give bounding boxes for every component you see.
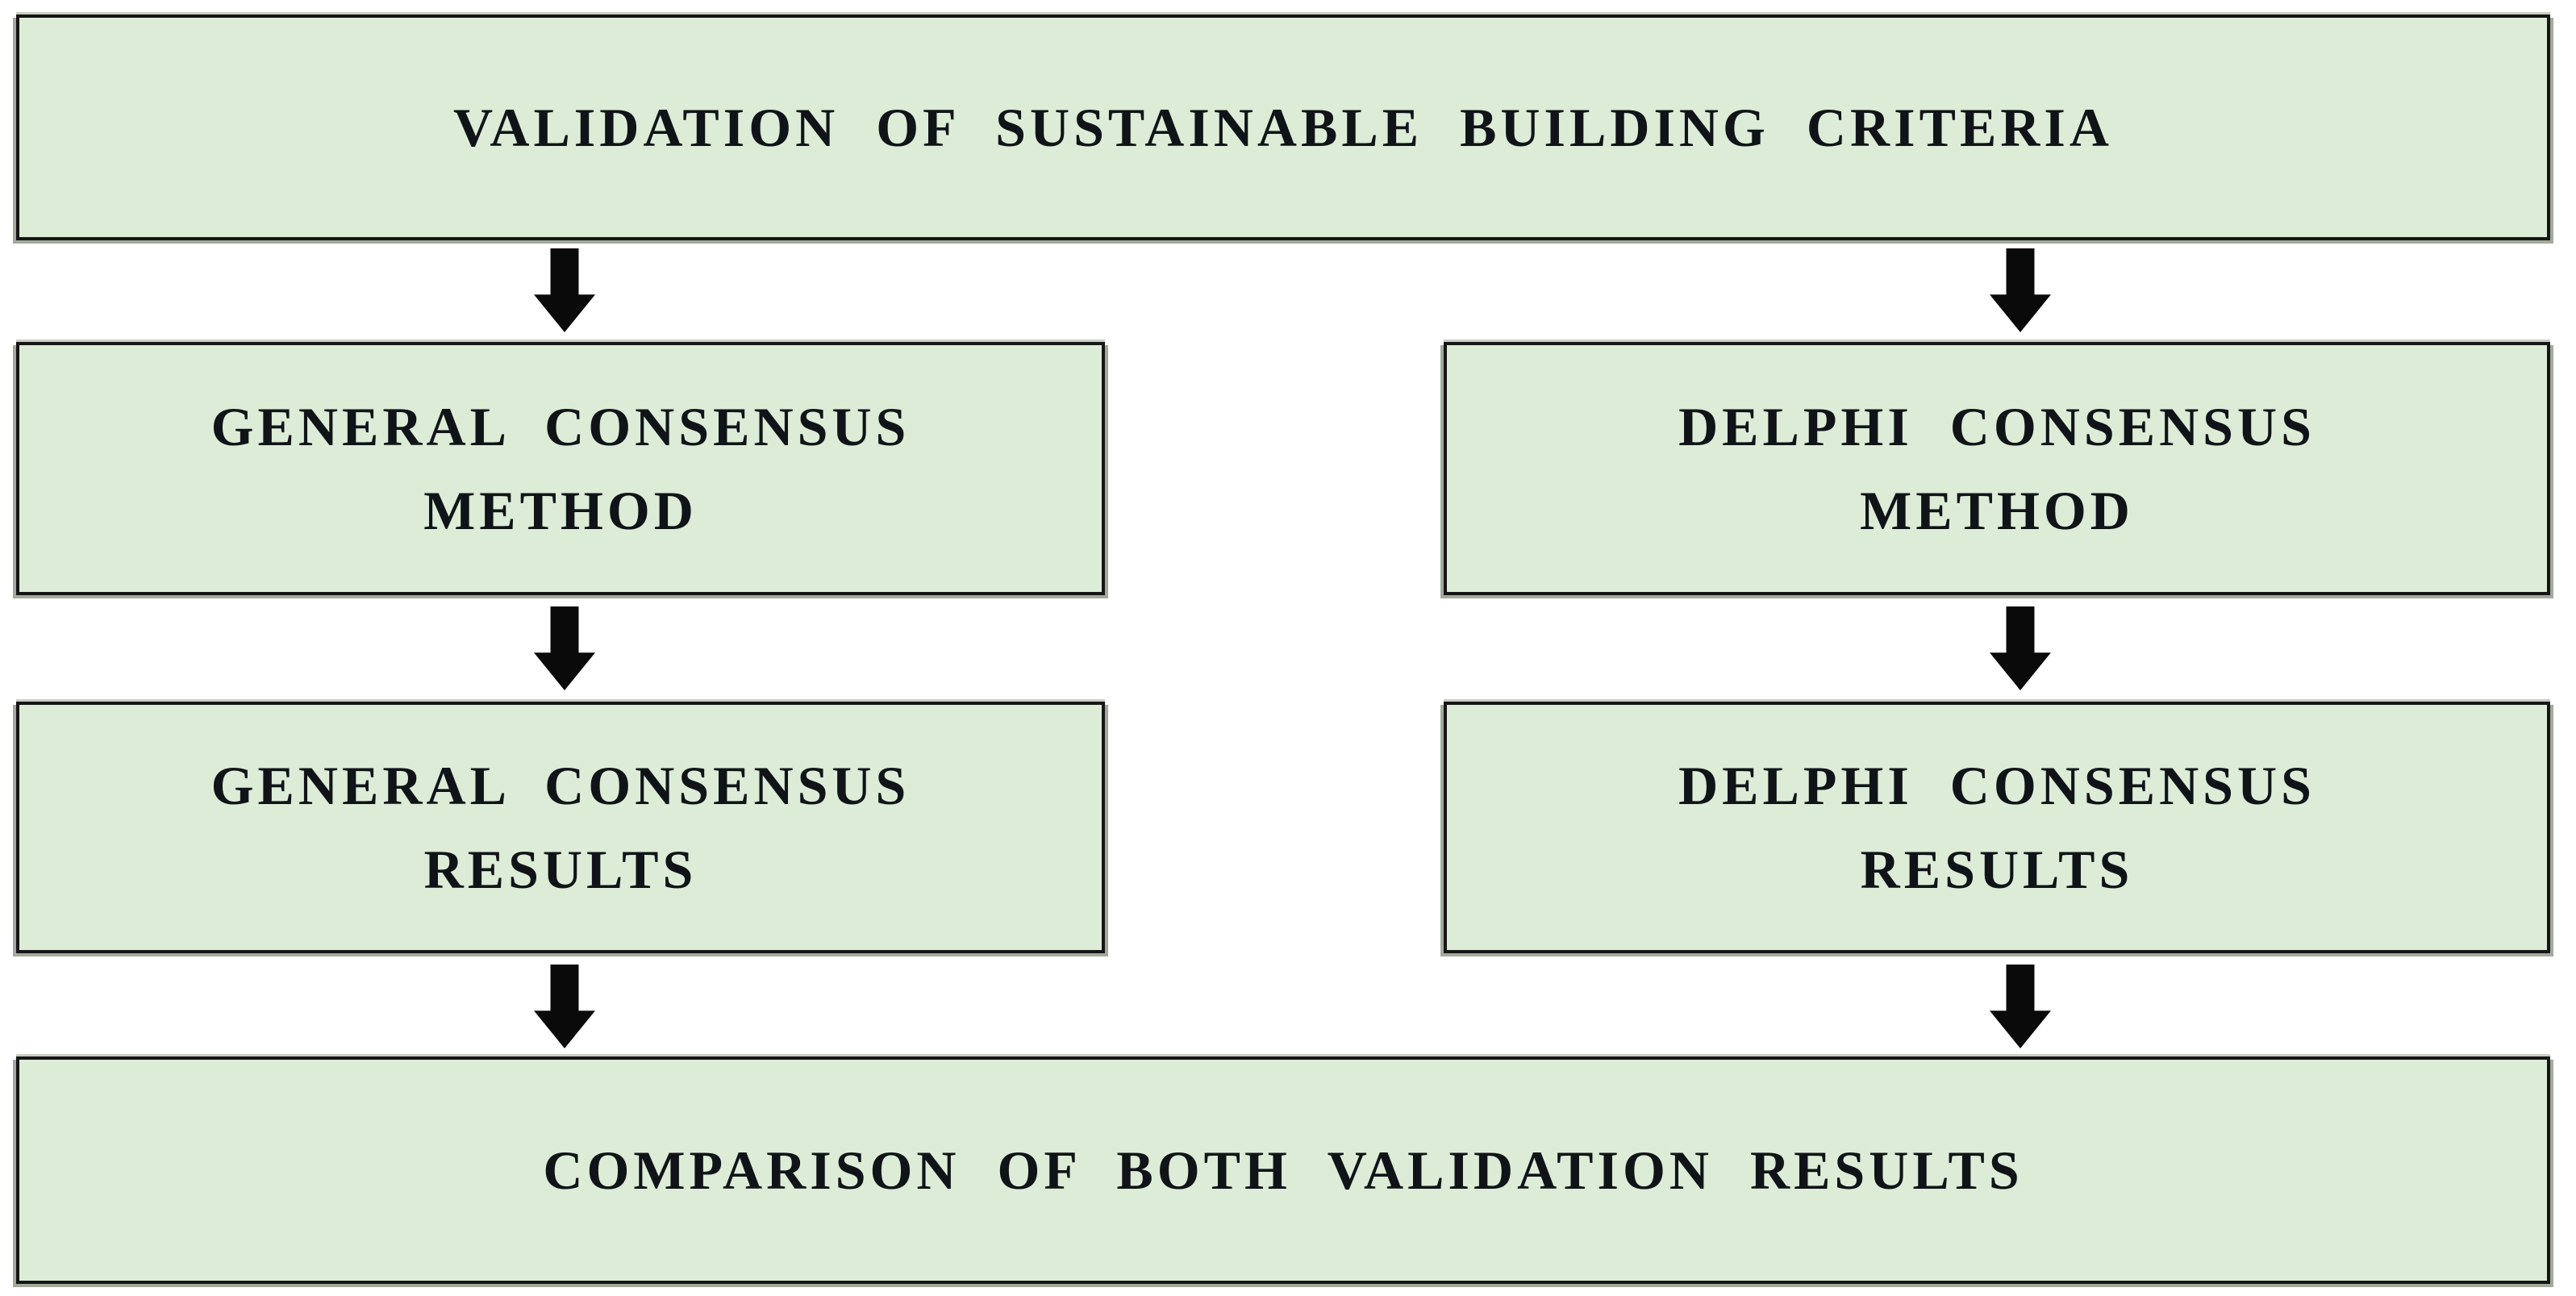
node-general-consensus-results-label: GENERAL CONSENSUS RESULTS bbox=[210, 755, 911, 900]
down-arrow-icon bbox=[534, 965, 595, 1048]
node-delphi-consensus-results: DELPHI CONSENSUS RESULTS bbox=[1444, 702, 2550, 953]
node-delphi-consensus-method-label: DELPHI CONSENSUS METHOD bbox=[1678, 396, 2315, 541]
down-arrow-icon bbox=[1990, 248, 2051, 332]
down-arrow-icon bbox=[534, 606, 595, 690]
node-general-consensus-method: GENERAL CONSENSUS METHOD bbox=[16, 342, 1105, 595]
node-validation: VALIDATION OF SUSTAINABLE BUILDING CRITE… bbox=[16, 15, 2550, 240]
down-arrow-icon bbox=[1990, 965, 2051, 1048]
down-arrow-icon bbox=[534, 248, 595, 332]
node-comparison-label: COMPARISON OF BOTH VALIDATION RESULTS bbox=[543, 1140, 2024, 1201]
node-general-consensus-method-label: GENERAL CONSENSUS METHOD bbox=[210, 396, 911, 541]
node-general-consensus-results: GENERAL CONSENSUS RESULTS bbox=[16, 702, 1105, 953]
node-delphi-consensus-results-label: DELPHI CONSENSUS RESULTS bbox=[1678, 755, 2315, 900]
node-comparison: COMPARISON OF BOTH VALIDATION RESULTS bbox=[16, 1056, 2550, 1284]
node-delphi-consensus-method: DELPHI CONSENSUS METHOD bbox=[1444, 342, 2550, 595]
down-arrow-icon bbox=[1990, 606, 2051, 690]
node-validation-label: VALIDATION OF SUSTAINABLE BUILDING CRITE… bbox=[453, 97, 2113, 158]
